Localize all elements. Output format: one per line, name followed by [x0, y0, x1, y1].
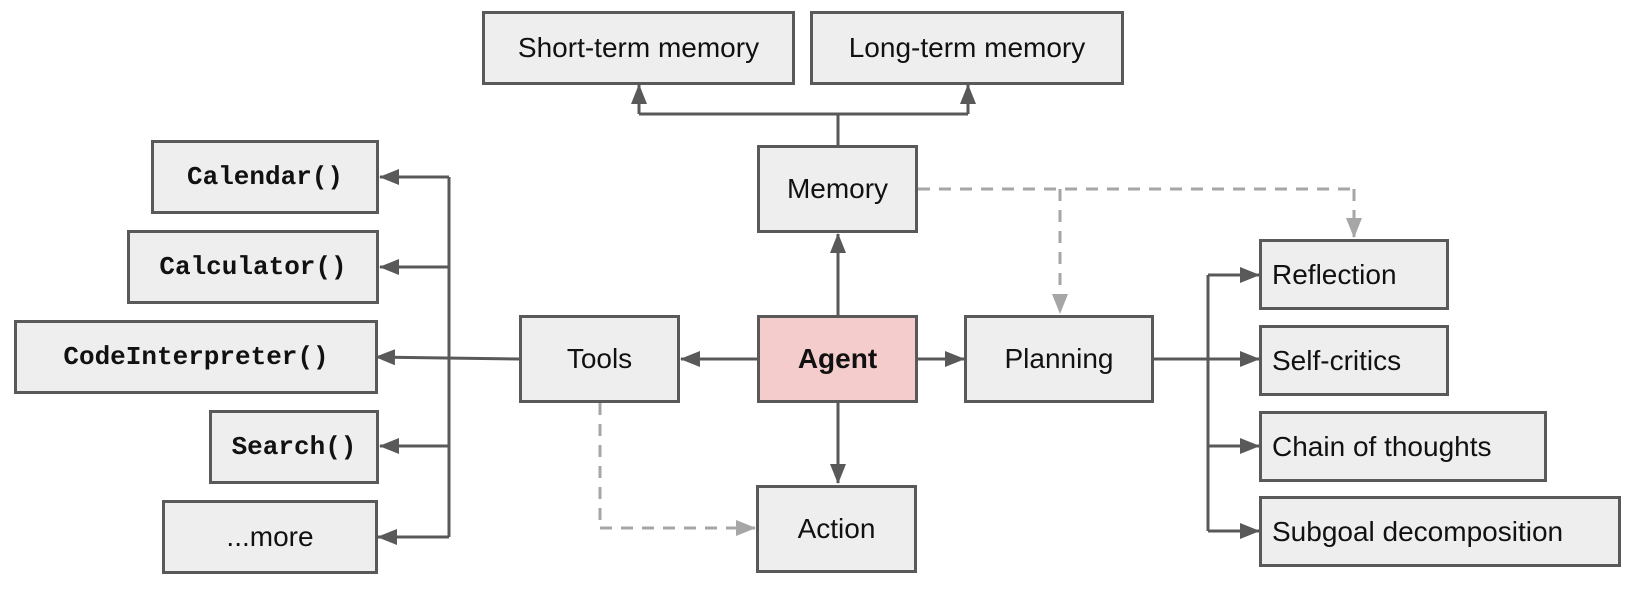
dashed-connectors — [598, 187, 1362, 536]
action-box: Action — [756, 485, 917, 573]
planning-to-subnodes-connector — [1154, 267, 1260, 539]
planning-box: Planning — [964, 315, 1154, 403]
search-box: Search() — [209, 410, 379, 484]
subgoal-decomposition-box: Subgoal decomposition — [1259, 496, 1621, 567]
agent-connectors — [680, 233, 965, 484]
agent-box: Agent — [757, 315, 918, 403]
chain-of-thoughts-box: Chain of thoughts — [1259, 411, 1547, 482]
calendar-box: Calendar() — [151, 140, 379, 214]
self-critics-box: Self-critics — [1259, 325, 1449, 396]
more-box: ...more — [162, 500, 378, 574]
code-interpreter-box: CodeInterpreter() — [14, 320, 378, 394]
reflection-box: Reflection — [1259, 239, 1449, 310]
memory-box: Memory — [757, 145, 918, 233]
short-term-memory-box: Short-term memory — [482, 11, 795, 85]
long-term-memory-box: Long-term memory — [810, 11, 1124, 85]
memory-to-submemory-connector — [631, 84, 976, 145]
tools-to-functions-connector — [375, 169, 520, 545]
calculator-box: Calculator() — [127, 230, 379, 304]
tools-box: Tools — [519, 315, 680, 403]
